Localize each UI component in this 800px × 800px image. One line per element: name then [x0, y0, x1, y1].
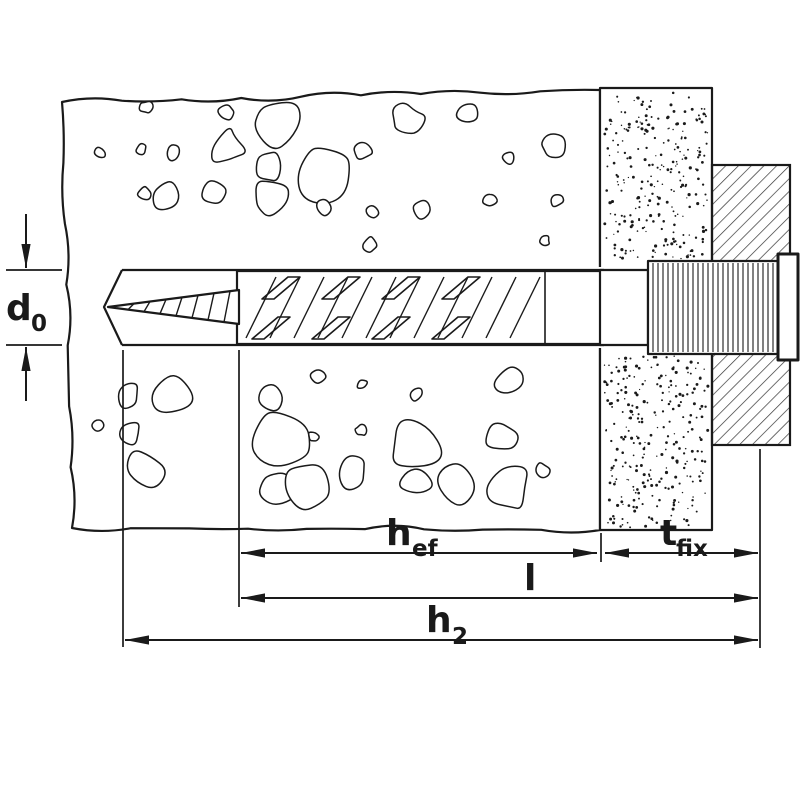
dimension-d0: d 0	[6, 214, 62, 401]
label-hef-subscript: ef	[412, 536, 439, 562]
label-h2: h	[426, 600, 452, 641]
dimension-h2: h 2	[122, 350, 758, 650]
plug-expansion-slot	[251, 316, 291, 340]
plug-head	[776, 252, 800, 362]
dimensions: d 0 h ef t fix l h 2	[6, 214, 761, 650]
plug-expansion-slot	[371, 316, 411, 340]
label-hef: h	[386, 513, 412, 554]
wall-plug	[235, 252, 800, 362]
label-d0-subscript: 0	[31, 311, 47, 337]
plug-expansion-slot	[321, 276, 361, 300]
dimension-l: l	[241, 558, 758, 603]
screw-tip	[106, 288, 241, 326]
label-h2-subscript: 2	[452, 624, 468, 650]
dimension-hef: h ef	[238, 350, 602, 607]
screw-thread-lines	[245, 276, 541, 339]
label-l: l	[524, 558, 536, 599]
label-d0: d	[6, 288, 32, 329]
label-tfix: t	[660, 513, 677, 554]
plug-expansion-slot	[431, 316, 471, 340]
plug-expansion-slot	[311, 316, 351, 340]
concrete-aggregate-texture	[91, 100, 567, 511]
plug-sleeve	[598, 268, 650, 347]
label-tfix-subscript: fix	[676, 536, 708, 562]
screw-tip-thread-ticks	[127, 291, 231, 323]
screw	[106, 288, 241, 326]
drill-point	[102, 269, 123, 346]
plug-expansion-slot	[441, 276, 481, 300]
rib-lines	[652, 263, 774, 352]
dimension-tfix: t fix	[605, 449, 761, 648]
plaster-stipple-texture	[603, 91, 710, 529]
